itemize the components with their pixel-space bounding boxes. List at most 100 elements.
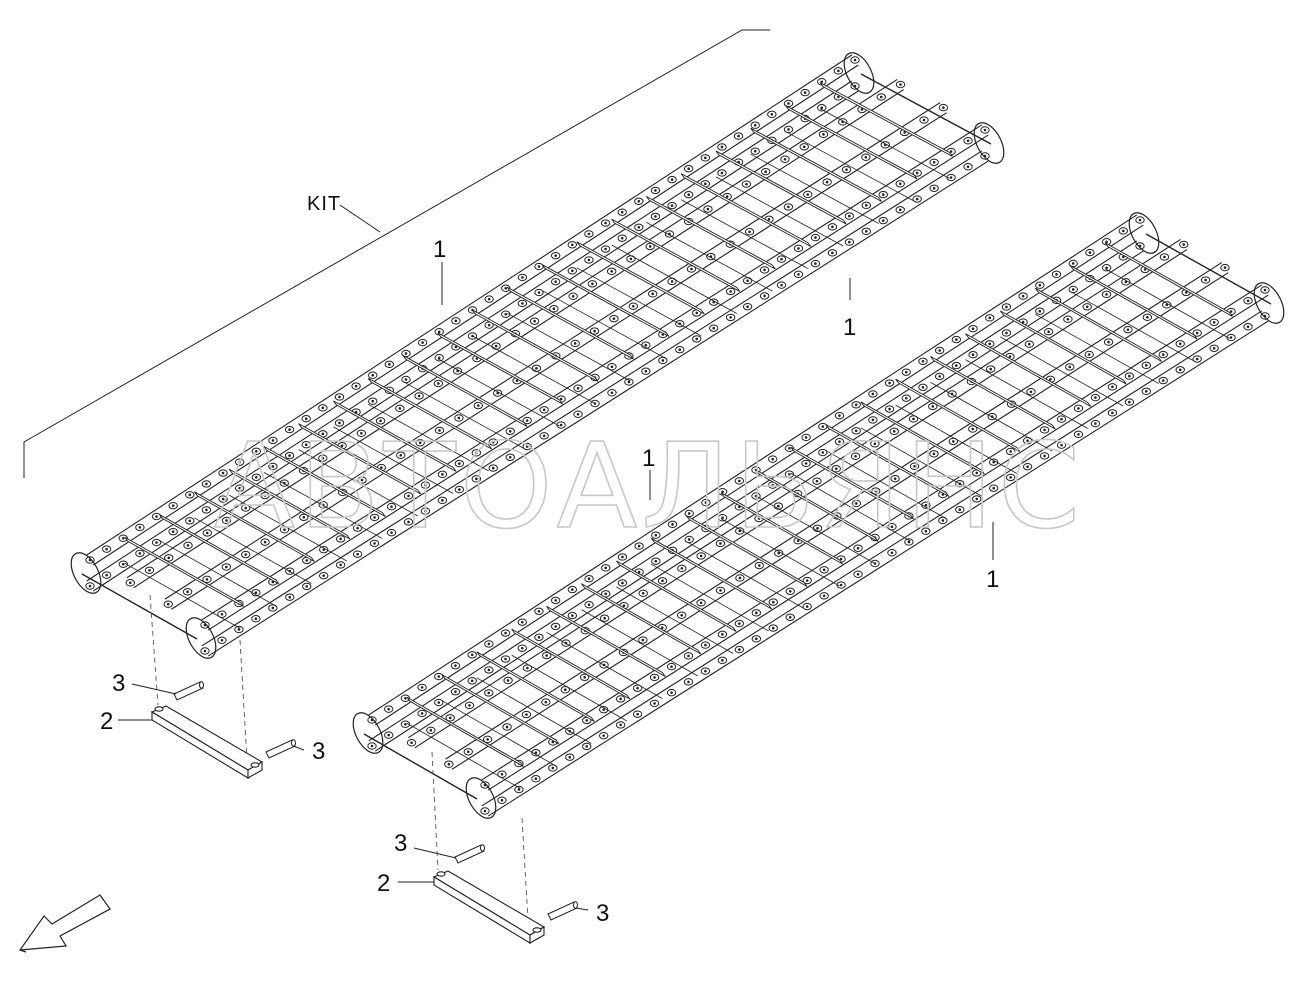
chain-pin [770,113,774,116]
cross-slat [720,492,843,565]
chain-pin [831,225,834,229]
chain-pin [166,602,170,606]
chain-pin [922,118,926,122]
chain-pin [619,697,622,701]
chain-pin [921,386,925,389]
chain-pin [720,171,724,175]
chain-pin [537,610,541,613]
cross-slat [546,605,666,677]
chain-pin [458,488,461,491]
chain-pin [654,215,657,218]
chain-pin [88,584,92,588]
cross-slat [1104,242,1233,317]
chain-pin [441,499,444,502]
chain-pin [254,591,258,595]
chain-pin [738,622,741,625]
chain-left-upper-edge [368,214,1138,716]
chain-pin [587,603,591,606]
cross-slat [193,491,315,562]
chain-pin [571,294,575,298]
chain-pin [454,690,457,693]
cross-slat-lower [402,381,525,449]
cross-slat [506,286,634,360]
chain-pin [680,567,684,570]
chain-pin [1094,396,1097,399]
cross-slat-lower [860,427,982,497]
chain-pin [105,573,108,577]
chain-pin [585,745,589,748]
chain-pin [304,443,308,446]
chain-pin [404,696,407,700]
chain-pin [654,559,658,563]
chain-pin [712,326,715,330]
chain-inner-edge [126,79,898,579]
cross-slat-lower [576,267,702,337]
chain-pin [593,329,596,333]
cross-slat [441,674,560,745]
chain-pin [121,536,125,540]
chain-pin [949,150,953,153]
chain-pin [881,193,885,196]
chain-pin [525,445,529,448]
chain-pin [537,265,541,268]
cross-slat-lower [715,176,844,247]
chain-pin [721,633,724,636]
chain-pin [719,589,722,592]
chain-pin [505,725,509,729]
chain-pin [821,425,825,428]
chain-pin [737,134,740,138]
chain-pin [148,568,151,572]
chain-pin [757,517,761,520]
chain-pin [787,205,790,209]
chain-pin [1195,331,1199,335]
chain-pin [1184,291,1188,294]
chain-pin [244,553,248,556]
chain-pin [989,367,992,371]
chain-pin [924,529,928,533]
chain-pin [457,416,461,420]
chain-pin [938,375,941,378]
chain-pin [932,452,936,456]
chain-pin [542,434,546,438]
chain-pin [687,538,691,541]
chain-pin [424,483,427,487]
chain-pin [1107,340,1110,344]
chain-pin [188,519,192,523]
chain-pin [542,408,546,412]
cross-slat-lower [895,404,1018,474]
chain-pin [379,419,382,423]
chain-pin [321,432,325,436]
chain-pin [822,133,825,136]
chain-pin [699,601,703,605]
chain-pin [912,417,915,421]
chain-pin [1105,293,1108,296]
cross-slat [750,127,882,202]
cross-slat-lower [685,541,805,609]
chain-pin [571,614,574,617]
cross-slat-lower [616,586,734,654]
chain-pin [487,668,491,672]
chain-pin [1049,378,1052,381]
chain-pin [831,251,834,255]
chain-pin [755,611,758,615]
chain-pin [1005,305,1008,309]
cross-slat [437,332,563,405]
chain-pin [533,319,536,323]
chain-pin [661,359,665,362]
cross-slat [581,583,702,655]
chain-pin [1128,374,1131,378]
chain-pin [721,659,724,662]
chain-pin [670,665,673,668]
chain-pin [551,766,555,770]
cross-slat-lower [930,382,1053,452]
chain-pin [1028,342,1031,346]
callout-2-right: 2 [377,870,390,897]
chain-pin [1195,357,1199,361]
chain-pin [302,515,306,519]
chain-pin [602,734,605,737]
chain-pin [305,559,309,562]
chain-pin [1094,422,1097,425]
chain-pin [637,226,641,229]
chain-pin [167,556,171,560]
chain-pin [1043,428,1046,432]
